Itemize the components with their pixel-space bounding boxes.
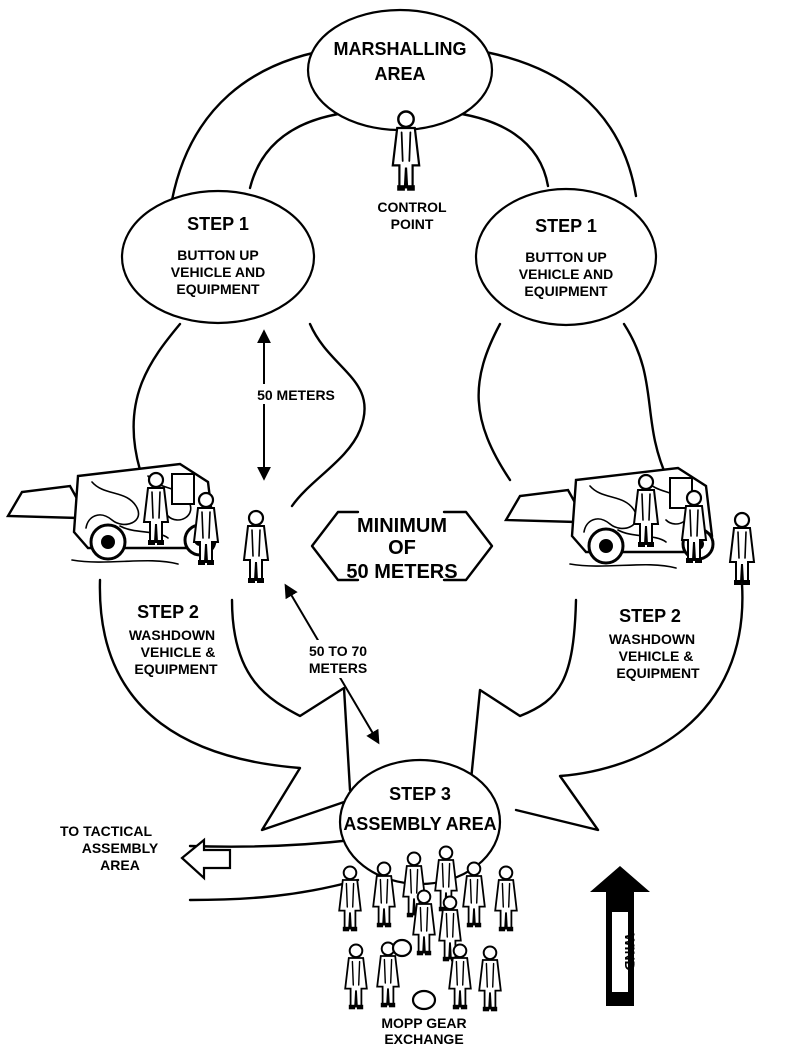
step1-right-node <box>474 187 658 327</box>
control-point-line2: POINT <box>391 216 434 232</box>
vehicle-right <box>504 466 715 570</box>
route-step1-right-down-outer <box>477 322 512 482</box>
step1-left-node <box>120 189 316 325</box>
step2-right-line2: VEHICLE & <box>619 648 694 664</box>
step3-title: STEP 3 <box>389 784 451 804</box>
step2-left-title: STEP 2 <box>137 602 199 622</box>
minimum-line3: 50 METERS <box>346 561 457 583</box>
step2-right-title: STEP 2 <box>619 606 681 626</box>
step1-right-line1: BUTTON UP <box>525 249 606 265</box>
step1-left-line3: EQUIPMENT <box>176 281 260 297</box>
worker-right-3 <box>728 511 756 587</box>
route-step1-left-down-outer <box>132 322 182 472</box>
marshalling-line2: AREA <box>374 64 425 84</box>
minimum-left-bracket-arrow <box>310 510 360 582</box>
tactical-exit-arrow <box>180 837 232 881</box>
tactical-line1: TO TACTICAL <box>60 823 152 839</box>
wind-arrow: WIND <box>590 866 650 1006</box>
route-step2-left-outer <box>98 578 352 832</box>
distance-50-70-line1: 50 TO 70 <box>309 643 367 659</box>
step2-left-line3: EQUIPMENT <box>134 661 218 677</box>
minimum-line2: OF <box>388 537 416 559</box>
route-exit-lower <box>188 878 360 902</box>
step2-left-line1: WASHDOWN <box>129 627 215 643</box>
mopp-bag-2 <box>411 989 437 1011</box>
route-step1-left-down-inner <box>290 322 366 508</box>
step1-right-line3: EQUIPMENT <box>524 283 608 299</box>
step1-left-title: STEP 1 <box>187 214 249 234</box>
marshalling-line1: MARSHALLING <box>334 39 467 59</box>
vehicle-left <box>6 462 217 566</box>
step1-left-line2: VEHICLE AND <box>171 264 265 280</box>
step2-right-line1: WASHDOWN <box>609 631 695 647</box>
route-inner-right-top <box>446 110 550 188</box>
step1-left-line1: BUTTON UP <box>177 247 258 263</box>
wind-label: WIND <box>622 933 638 970</box>
worker-left-3 <box>242 509 270 585</box>
step1-right-title: STEP 1 <box>535 216 597 236</box>
route-inner-left-top <box>248 110 354 190</box>
mopp-person-12 <box>478 945 502 1013</box>
mopp-person-1 <box>338 865 362 933</box>
route-step2-right-inner <box>468 598 578 792</box>
route-step1-right-down-inner <box>622 322 670 482</box>
step2-right-line3: EQUIPMENT <box>616 665 700 681</box>
mopp-person-6 <box>494 865 518 933</box>
step1-right-line2: VEHICLE AND <box>519 266 613 282</box>
step3-line1: ASSEMBLY AREA <box>343 814 496 834</box>
minimum-right-bracket-arrow <box>442 510 494 582</box>
route-outer-left-top <box>170 46 342 202</box>
distance-50-70-label-bg <box>288 640 388 678</box>
minimum-line1: MINIMUM <box>357 515 447 537</box>
distance-50-label: 50 METERS <box>257 387 335 403</box>
mopp-bag-1 <box>391 938 413 958</box>
distance-50-label-bg <box>238 384 350 404</box>
mopp-person-9 <box>344 943 368 1011</box>
tactical-line3: AREA <box>100 857 140 873</box>
step2-left-line2: VEHICLE & <box>141 644 216 660</box>
tactical-line2: ASSEMBLY <box>82 840 159 856</box>
mopp-line1: MOPP GEAR <box>381 1015 466 1031</box>
distance-50-70-line2: METERS <box>309 660 367 676</box>
mopp-group-figures <box>338 845 518 1013</box>
mopp-line2: EXCHANGE <box>384 1031 463 1047</box>
control-point-line1: CONTROL <box>377 199 447 215</box>
route-step2-right-outer <box>514 582 744 832</box>
route-exit-upper <box>188 838 354 848</box>
route-outer-right-top <box>458 46 638 198</box>
